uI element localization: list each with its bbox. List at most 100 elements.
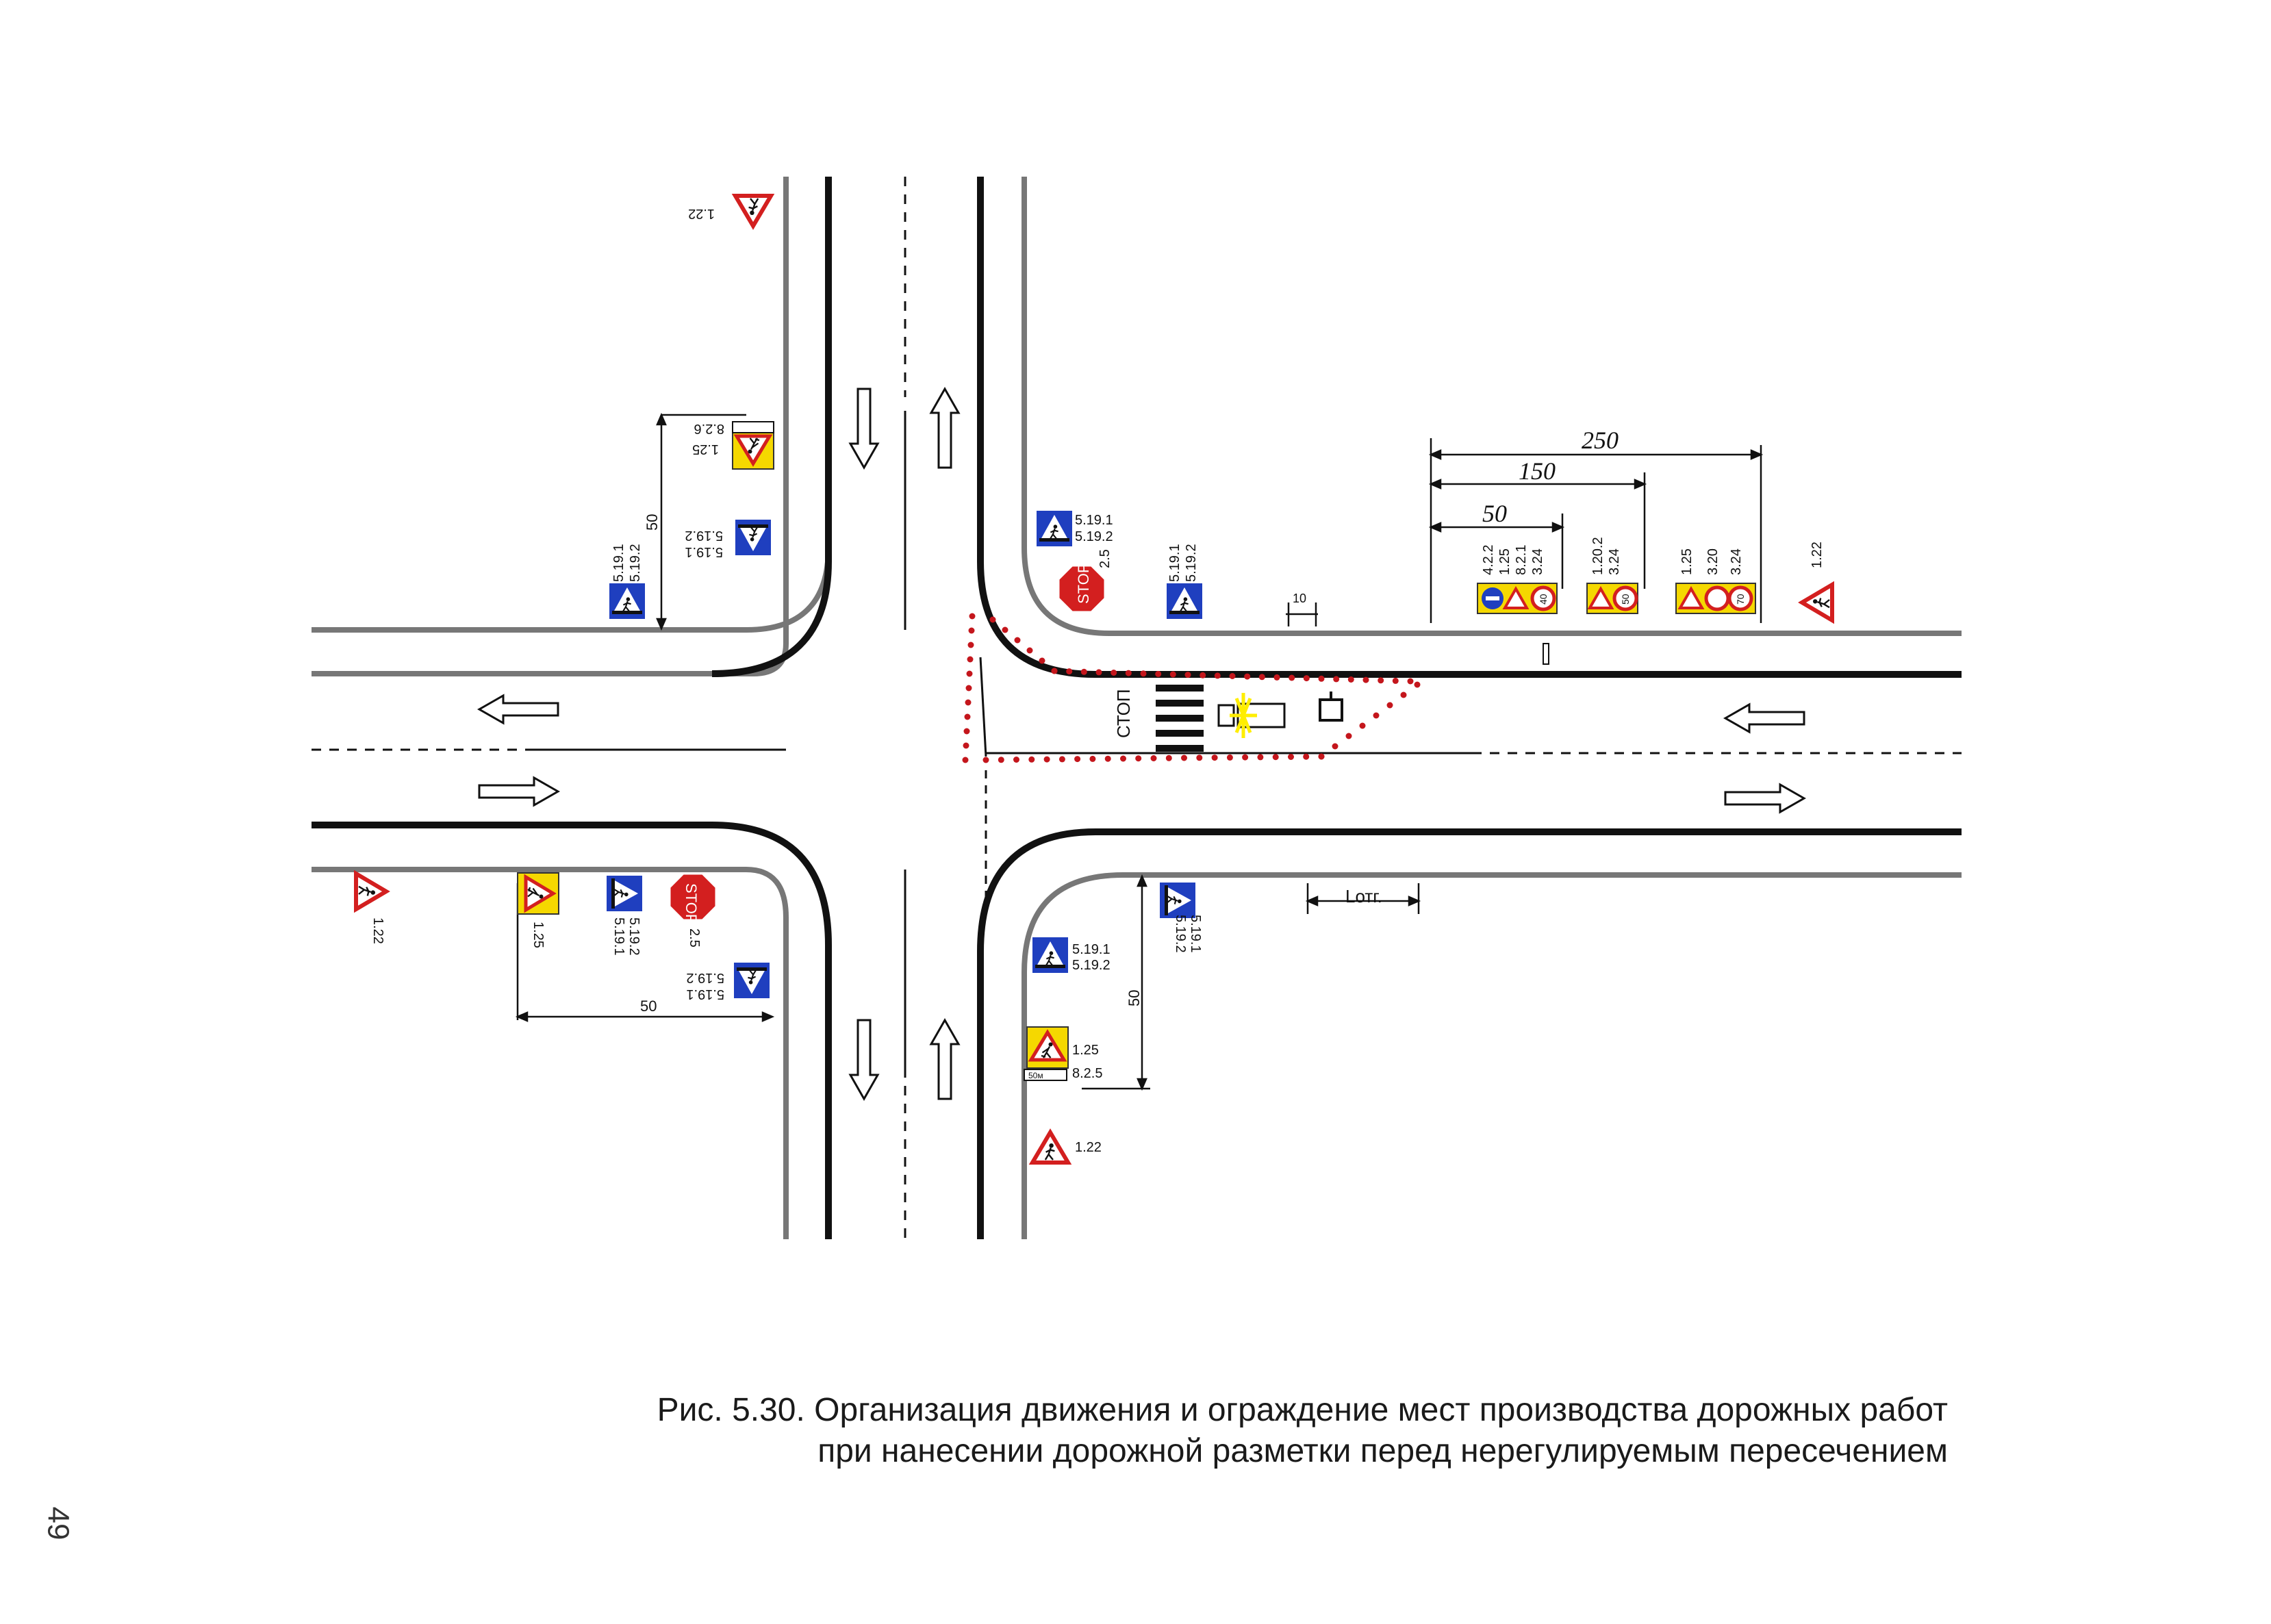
caption-line-1: Рис. 5.30. Организация движения и огражд… xyxy=(657,1392,1948,1428)
sign-122-icon xyxy=(356,874,386,909)
fence-dot xyxy=(965,685,972,692)
sign-122-icon xyxy=(1802,585,1832,620)
sign-519-icon xyxy=(1032,937,1068,973)
label-g3-2: 3.24 xyxy=(1729,548,1744,575)
sign-122-icon xyxy=(1032,1132,1068,1163)
fence-dot xyxy=(1226,754,1233,761)
fence-dot xyxy=(1111,670,1117,676)
fence-dot xyxy=(1089,755,1096,762)
center-lines xyxy=(312,177,1962,1239)
fence-dot xyxy=(1196,754,1203,761)
label-left-5191: 5.19.1 xyxy=(611,544,626,582)
speed-70: 70 xyxy=(1735,594,1746,605)
label-bl-5192: 5.19.2 xyxy=(626,917,642,956)
arrow-north-icon xyxy=(930,388,960,469)
plate-825 xyxy=(1024,1069,1067,1081)
fence-dot xyxy=(1165,754,1172,761)
label-top-826: 8.2.6 xyxy=(694,421,724,436)
fence-dot xyxy=(1244,673,1251,680)
stop-marking: СТОП xyxy=(1113,689,1134,738)
signs-top: 1.22 1.25 8.2.6 5.19.1 5.19.2 5.19.1 5.1… xyxy=(609,196,774,619)
label-g2-1: 3.24 xyxy=(1607,548,1622,575)
label-tr-stop: 2.5 xyxy=(1098,549,1113,568)
dim-150: 150 xyxy=(1519,457,1556,485)
arrow-south-icon xyxy=(849,1019,879,1100)
sign-519-icon xyxy=(1167,583,1202,619)
dim-50: 50 xyxy=(1482,500,1507,527)
fence-dot xyxy=(1229,673,1236,679)
fence-dot xyxy=(1273,674,1280,681)
fence-dot xyxy=(1058,756,1065,763)
dimensions-other xyxy=(515,412,1150,1091)
signs-top-right: 5.19.1 5.19.2 STOP 2.5 5.19.1 5.19.2 40 … xyxy=(1037,511,1832,620)
dim-50-bottom-left: 50 xyxy=(640,998,657,1015)
fence-dot xyxy=(1039,657,1045,664)
fence-dot xyxy=(1345,733,1352,739)
label-br2-5192: 5.19.2 xyxy=(1072,958,1111,973)
fence-dot xyxy=(1211,754,1218,761)
fence-dot xyxy=(1257,754,1264,761)
sign-519-icon xyxy=(734,963,770,998)
plate-50m: 50м xyxy=(1028,1071,1043,1080)
label-g3-0: 1.25 xyxy=(1679,548,1695,575)
fence-dot xyxy=(1242,754,1249,761)
arrow-west-icon xyxy=(1724,703,1805,733)
fence-dot xyxy=(1002,626,1008,633)
fence-dot xyxy=(1181,754,1187,761)
fence-dot xyxy=(1043,756,1050,763)
sign-519-icon xyxy=(609,583,645,619)
label-top-122: 1.22 xyxy=(688,206,715,221)
fence-dot xyxy=(1214,672,1221,679)
label-g1-1: 1.25 xyxy=(1497,548,1512,575)
label-bl-122: 1.22 xyxy=(370,917,385,944)
speed-50: 50 xyxy=(1620,594,1631,605)
fence-dot xyxy=(1104,755,1111,762)
fence-dot xyxy=(1026,647,1033,654)
fence-dot xyxy=(1386,702,1393,709)
label-tr-5191: 5.19.1 xyxy=(1075,513,1113,528)
label-tr-5192: 5.19.2 xyxy=(1075,529,1113,544)
label-g1-2: 8.2.1 xyxy=(1514,545,1529,575)
dim-250: 250 xyxy=(1582,427,1619,454)
label-br-5192: 5.19.2 xyxy=(1173,915,1188,953)
fence-dot xyxy=(1373,712,1380,719)
fence-dot xyxy=(1414,681,1421,688)
label-g1-3: 3.24 xyxy=(1530,548,1545,575)
page-number: 49 xyxy=(41,1506,75,1540)
fence-dot xyxy=(1378,677,1384,684)
fence-dot xyxy=(1150,755,1157,761)
dim-50-bottom-right: 50 xyxy=(1126,990,1143,1006)
fence-dot xyxy=(1184,672,1191,678)
label-br-825: 8.2.5 xyxy=(1072,1066,1102,1081)
sign-125-icon xyxy=(518,873,559,914)
fence-dot xyxy=(964,713,971,720)
plate-826 xyxy=(732,421,774,433)
stop-sign-text: STOP xyxy=(1075,563,1092,604)
signs-bottom-left: 1.22 1.25 5.19.1 5.19.2 STOP 2.5 5.19.1 … xyxy=(356,873,770,1002)
fence-dot xyxy=(963,728,970,735)
dim-lotg: Lотг. xyxy=(1345,886,1382,906)
fence-dot xyxy=(1200,672,1206,678)
sign-122-icon xyxy=(735,196,771,226)
arrow-south-icon xyxy=(849,388,879,469)
arrow-east-icon xyxy=(1724,783,1805,813)
fence-dot xyxy=(967,656,974,663)
fence-dot xyxy=(1332,743,1339,750)
label-g4: 1.22 xyxy=(1810,542,1825,568)
label-tr2-5192: 5.19.2 xyxy=(1184,544,1199,582)
fence-dot xyxy=(989,616,996,623)
fence-dot xyxy=(965,699,972,706)
fence-dot xyxy=(1318,753,1325,760)
caption-line-2: при нанесении дорожной разметки перед не… xyxy=(817,1433,1948,1469)
label-top-5192: 5.19.2 xyxy=(685,528,723,543)
stop-sign-text-bl: STOP xyxy=(683,883,700,924)
fence-dot xyxy=(1051,668,1058,674)
signs-bottom-right: 5.19.1 5.19.2 5.19.1 5.19.2 50м 1.25 8.2… xyxy=(1024,883,1203,1163)
label-bl2-5192: 5.19.2 xyxy=(686,970,724,985)
fence-dot xyxy=(1155,670,1162,677)
dimensions-top xyxy=(1286,438,1764,914)
label-g2-0: 1.20.2 xyxy=(1590,537,1606,575)
fence-dot xyxy=(1272,754,1279,761)
fence-dot xyxy=(969,613,976,620)
